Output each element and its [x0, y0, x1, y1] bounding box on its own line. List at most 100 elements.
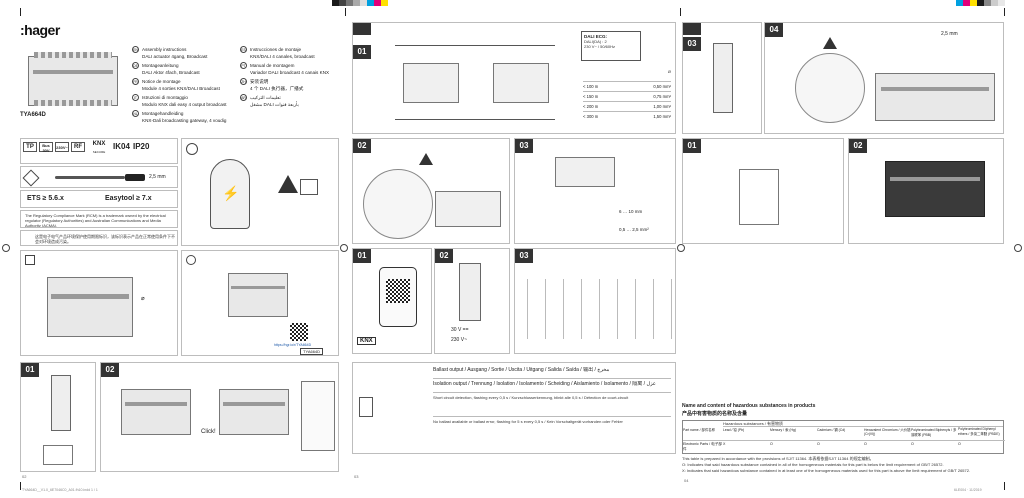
voltage-mains: 230 V~: [451, 337, 467, 343]
regulatory-panel: The Regulatory Compliance Mark (RCM) is …: [20, 210, 178, 228]
channel-diagram: [527, 279, 673, 339]
wiring-tab-icon: [353, 23, 371, 35]
device-rail-mount-2: [219, 389, 289, 435]
language-text: Modulo KNX dali easy 4 output broadcast: [142, 102, 227, 107]
step-number: 03: [683, 37, 701, 51]
step-number: 02: [353, 139, 371, 153]
registration-mark-center-left: [340, 244, 348, 252]
language-entry: مشغل DALI بأربعة قنوات: [240, 102, 299, 108]
installer-warning-panel: ⚡: [181, 138, 339, 246]
language-code-icon: IT: [132, 94, 139, 101]
bus-voltage-badge: Bus 30V: [39, 142, 53, 153]
ip-rating: IP20: [133, 142, 150, 151]
qr-code[interactable]: [290, 323, 308, 341]
language-code-icon: EN: [132, 46, 139, 53]
actuator-module-2: [493, 63, 549, 103]
language-text: Instrucciones de montaje: [250, 47, 302, 52]
color-calibration-bar-right: [956, 0, 1005, 6]
qr-url[interactable]: https://hgr.io/r/TYA664D: [274, 343, 312, 347]
step-number: 01: [353, 249, 371, 263]
wiring-diagram-panel: 01 DALI ECG: DALI(DA) : 2 230 V~ / 50/60…: [352, 22, 676, 134]
connectors-panel: https://hgr.io/r/TYA664D TYA664D: [181, 250, 339, 356]
step-03-disconnect-panel: 01: [682, 138, 844, 244]
language-text: تعليمات التركيب: [250, 94, 281, 100]
language-text: Module 4 sorties KNX/DALI Broadcast: [142, 86, 220, 91]
cable-section: 0,50 mm²: [653, 84, 671, 89]
actuator-module-1: [403, 63, 459, 103]
hazard-data-row: Electronic Parts / 电子部件 X O O O O O: [683, 442, 1005, 452]
file-footer: TYA664D__V1.0_6E7046C0_A01.fh10.indd 1 /…: [22, 488, 98, 492]
cable-table-header: Ø: [667, 69, 671, 74]
disposal-icon: [300, 179, 318, 195]
product-code: TYA664D: [20, 112, 46, 118]
language-text: مشغل DALI بأربعة قنوات: [250, 102, 299, 107]
terminal-row-top: [34, 52, 112, 58]
regulatory-text: The Regulatory Compliance Mark (RCM) is …: [25, 213, 166, 227]
distribution-board: [301, 381, 335, 451]
cable-section: 1,50 mm²: [653, 114, 671, 119]
actuator-module: [435, 191, 501, 227]
click-label: Click!: [201, 429, 216, 435]
hazard-cell: X: [723, 442, 726, 446]
hazard-title-en: Name and content of hazardous substances…: [682, 403, 816, 409]
crop-mark: [680, 8, 681, 16]
language-text: DALI actuator 4gang, Broadcast: [142, 54, 208, 59]
package-icon: [25, 255, 35, 265]
hazard-note-3: X: Indicates that said hazardous substan…: [682, 468, 971, 473]
hazard-table: Hazardous substances / 有害物质 Part name / …: [682, 420, 1005, 454]
language-entry: Variador DALI broadcast 4 canais KNX: [240, 70, 329, 75]
qr-code-scan[interactable]: [386, 279, 410, 303]
terminal-row-bottom: [34, 100, 112, 106]
language-text: Variador DALI broadcast 4 canais KNX: [250, 70, 330, 75]
language-text: Notice de montage: [142, 79, 181, 84]
color-calibration-bar-left: [332, 0, 388, 6]
step-02-wiring-panel: 02: [352, 138, 510, 244]
crop-mark: [1004, 8, 1005, 16]
actuator-dark-device: [885, 161, 985, 217]
screwdriver-handle: [125, 174, 145, 181]
step-04-remove-panel: 02: [848, 138, 1004, 244]
language-text: 4 个 DALI 执行器，广播式: [250, 86, 304, 91]
language-entry: Module 4 sorties KNX/DALI Broadcast: [132, 86, 220, 91]
registration-mark-left: [2, 244, 10, 252]
dimension-label: ⌀: [141, 296, 145, 302]
bus-line: [395, 45, 555, 46]
language-code-icon: PT: [240, 62, 247, 69]
magnifier-detail: [795, 53, 865, 123]
dimensions-panel: ⌀: [20, 250, 178, 356]
step-01-breaker-panel: 03: [682, 22, 762, 134]
step-number: 03: [515, 249, 533, 263]
hazard-cell: O: [958, 442, 961, 446]
tp-badge: TP: [23, 142, 37, 152]
device-front: [228, 273, 288, 317]
easytool-version: Easytool ≥ 7.x: [105, 195, 152, 202]
dali-ecg-title: DALI ECG:: [584, 34, 607, 39]
step-01-panel: 01: [20, 362, 96, 472]
knx-secure-label: SECURE: [92, 150, 106, 154]
screwdriver-panel: 2,5 mm: [20, 166, 178, 188]
step-number: 01: [683, 139, 701, 153]
breaker-off: [713, 43, 733, 113]
language-entry: Modulo KNX dali easy 4 output broadcast: [132, 102, 227, 107]
warning-icon: [823, 37, 837, 49]
page-number-middle: 03: [354, 474, 359, 479]
registration-mark-center-right: [677, 244, 685, 252]
software-panel: ETS ≥ 5.6.x Easytool ≥ 7.x: [20, 190, 178, 208]
led-icon: [359, 397, 373, 417]
removal-tab-icon: [683, 23, 701, 35]
crop-mark: [20, 8, 21, 16]
step-number: 02: [849, 139, 867, 153]
connection-icon: [186, 255, 196, 265]
ik-rating: IK04: [113, 142, 130, 151]
voltage-bus: 30 V ==: [451, 327, 469, 333]
step-number: 02: [101, 363, 119, 377]
language-text: Montagehandleiding: [142, 111, 184, 116]
hazard-col: Mercury / 汞 (Hg): [770, 428, 796, 432]
hazard-note-2: O: Indicates that said hazardous substan…: [682, 462, 944, 467]
